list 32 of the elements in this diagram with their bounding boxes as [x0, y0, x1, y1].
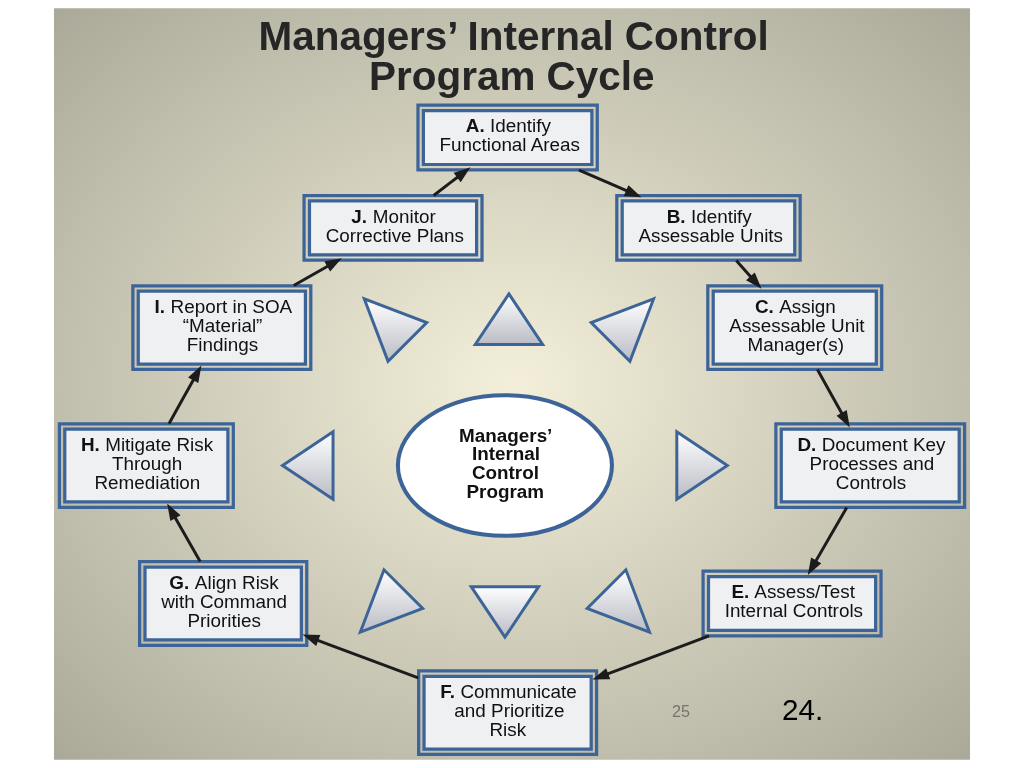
node-box: F. Communicate and Prioritize Risk [417, 669, 599, 757]
node-box: H. Mitigate Risk Through Remediation [57, 422, 235, 509]
node-box: C. Assign Assessable Unit Manager(s) [706, 284, 884, 372]
node-triangle [675, 429, 731, 503]
arrow [807, 506, 849, 575]
node-triangle [468, 585, 542, 640]
node-box: G. Align Risk with Command Priorities [138, 560, 309, 647]
node-box: B. Identify Assessable Units [615, 193, 802, 262]
node-ellipse: Managers’ Internal Control Program [395, 393, 614, 538]
node-triangle [279, 429, 335, 503]
node-triangle [584, 567, 653, 635]
arrow [293, 258, 342, 287]
node-box: E. Assess/Test Internal Controls [701, 569, 883, 638]
arrow [735, 259, 762, 289]
arrow [816, 368, 850, 428]
node-box: D. Document Key Processes and Controls [774, 422, 967, 509]
arrow [167, 365, 202, 425]
node-triangle [472, 291, 546, 346]
arrow [302, 634, 419, 680]
diagram-title: Managers’ Internal Control Program Cycle [258, 12, 769, 100]
node-triangle [357, 567, 426, 635]
label: 25 [672, 701, 691, 720]
arrow [167, 503, 202, 563]
arrow [432, 167, 471, 197]
node-box: J. Monitor Corrective Plans [302, 193, 484, 262]
arrow [578, 168, 642, 198]
node-triangle [588, 296, 657, 364]
node-box: A. Identify Functional Areas [416, 103, 599, 172]
arrow [592, 634, 710, 680]
node-box: I. Report in SOA “Material” Findings [131, 284, 313, 372]
node-triangle [361, 296, 430, 364]
label: 24. [781, 693, 824, 727]
